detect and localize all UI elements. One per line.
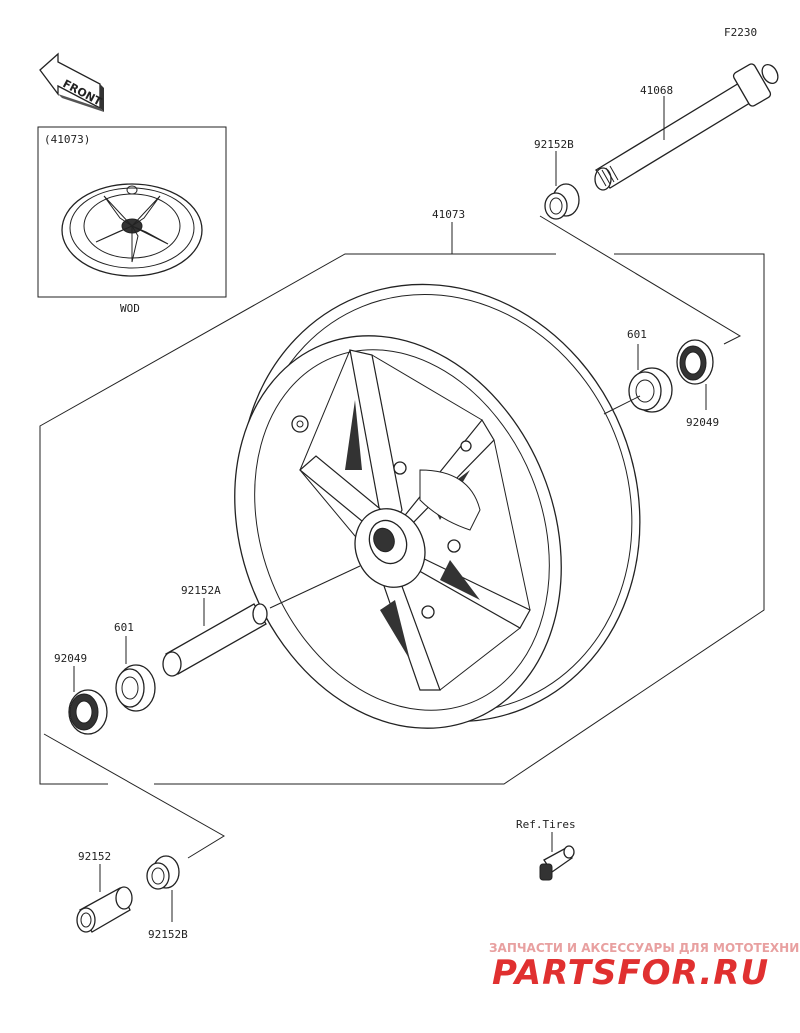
- inset-caption: WOD: [120, 302, 140, 315]
- wheel-leader-frame: [39, 215, 765, 785]
- label-bearing-right: 601: [627, 328, 647, 341]
- inset-wheel-icon: [61, 183, 203, 277]
- collar-92152b-bottom: [146, 855, 180, 890]
- label-seal-left: 92049: [54, 652, 87, 665]
- bearing-601-left: [115, 664, 156, 712]
- label-collar-bottom: 92152: [78, 850, 111, 863]
- label-bearing-left: 601: [114, 621, 134, 634]
- label-collar-bottom-b: 92152B: [148, 928, 188, 941]
- spacer-92152a: [162, 603, 268, 677]
- front-wheel-41073: [234, 283, 641, 729]
- label-seal-right: 92049: [686, 416, 719, 429]
- collar-92152: [76, 886, 133, 933]
- seal-92049-left: [68, 689, 108, 735]
- collar-92152b-top: [544, 183, 580, 220]
- tire-valve-icon: [539, 845, 575, 881]
- label-valve-ref: Ref.Tires: [516, 818, 576, 831]
- seal-92049-right: [676, 339, 714, 385]
- axle-41068: [594, 63, 779, 191]
- label-spacer: 92152A: [181, 584, 221, 597]
- inset-box: (41073): [37, 126, 227, 298]
- label-collar-top: 92152B: [534, 138, 574, 151]
- inset-part-ref: (41073): [44, 133, 90, 146]
- front-arrow-icon: FRONT: [39, 52, 104, 112]
- watermark-tagline: ЗАПЧАСТИ И АКСЕССУАРЫ ДЛЯ МОТОТЕХНИКИ: [489, 941, 800, 955]
- label-wheel: 41073: [432, 208, 465, 221]
- bearing-601-right: [628, 367, 673, 413]
- watermark-logo: PARTSFOR.RU: [492, 953, 769, 993]
- label-axle: 41068: [640, 84, 673, 97]
- figure-code: F2230: [724, 26, 757, 39]
